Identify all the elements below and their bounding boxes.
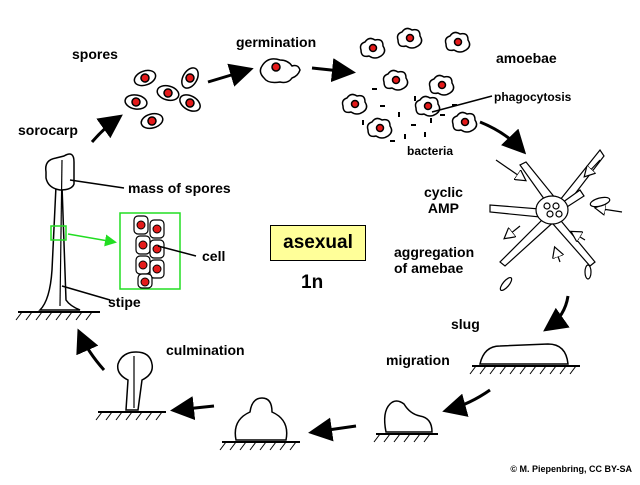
- sorocarp: [15, 153, 100, 321]
- slug-migration: [469, 343, 580, 375]
- label-mass-of-spores: mass of spores: [128, 180, 231, 196]
- label-culmination: culmination: [166, 342, 245, 358]
- culmination-early: [373, 400, 438, 443]
- free-amoebae: [499, 196, 611, 292]
- arrow-culmination-to-sorocarp: [76, 328, 106, 371]
- stipe-cells-zoom: [119, 212, 181, 290]
- bacteria-dots: [362, 88, 457, 142]
- arrow-germination-to-amoebae: [311, 58, 356, 83]
- label-amoebae: amoebae: [496, 50, 557, 66]
- label-aggregation: aggregation of amebae: [394, 244, 475, 276]
- ploidy-label: 1n: [301, 272, 324, 293]
- label-bacteria: bacteria: [407, 144, 454, 158]
- arrow-sorocarp-to-spores: [90, 114, 123, 143]
- label-cell: cell: [202, 248, 226, 264]
- phagocytosis-pointer: [431, 95, 493, 113]
- asexual-label: asexual: [283, 232, 353, 253]
- germinating-spore: [259, 58, 301, 84]
- mass-of-spores-pointer: [69, 179, 125, 189]
- culmination-stalk: [95, 351, 166, 421]
- label-slug: slug: [451, 316, 480, 332]
- spores-cluster: [124, 67, 201, 130]
- label-sorocarp: sorocarp: [18, 122, 78, 138]
- amoebae-cluster: [341, 27, 478, 139]
- label-cyclic-amp: cyclic AMP: [424, 184, 463, 216]
- label-germination: germination: [236, 34, 317, 50]
- label-phagocytosis: phagocytosis: [494, 90, 572, 104]
- arrow-spores-to-germination: [207, 63, 254, 87]
- arrow-culmination-stage-2: [308, 417, 357, 442]
- cell-pointer: [157, 245, 197, 257]
- arrow-aggregation-to-slug: [543, 295, 570, 332]
- arrow-culmination-stage-3: [170, 396, 215, 421]
- label-stipe: stipe: [108, 294, 141, 310]
- arrow-amoebae-to-aggregation: [479, 120, 527, 155]
- camp-signal-arrows: [495, 159, 623, 263]
- label-migration: migration: [386, 352, 450, 368]
- credit-text: © M. Piepenbring, CC BY-SA: [510, 464, 632, 474]
- asexual-label-box: asexual: [270, 225, 366, 261]
- zoom-source-box: [50, 225, 67, 241]
- arrow-slug-to-culmination: [442, 388, 491, 417]
- aggregation-streams: [489, 148, 605, 267]
- zoom-arrow: [67, 233, 117, 247]
- culmination-mound: [219, 397, 300, 451]
- label-spores: spores: [72, 46, 118, 62]
- stipe-pointer: [61, 285, 111, 301]
